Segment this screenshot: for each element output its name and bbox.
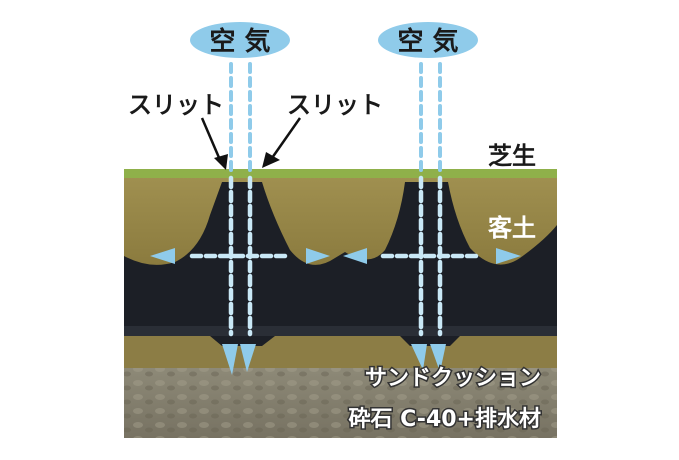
turf-label: 芝生	[488, 142, 536, 170]
sand-cushion-label: サンドクッション	[365, 366, 541, 391]
sand-layer	[124, 330, 557, 368]
slit-arrow-left	[200, 117, 228, 170]
air-bubble-left: 空 気	[190, 22, 290, 58]
air-bubble-right: 空 気	[378, 22, 478, 58]
slit-label-right: スリット	[287, 91, 383, 119]
slit-label-left: スリット	[128, 91, 224, 119]
grass-layer	[124, 169, 557, 178]
air-flow-in-grid	[189, 175, 483, 337]
air-flow-vertical	[229, 62, 442, 177]
gravel-label: 砕石 C-40+排水材	[349, 407, 542, 432]
slit-arrow-right	[262, 117, 302, 168]
topsoil-label: 客土	[488, 214, 536, 242]
air-label-left: 空 気	[209, 26, 270, 57]
air-arrowheads	[150, 248, 521, 375]
air-label-right: 空 気	[397, 26, 458, 57]
